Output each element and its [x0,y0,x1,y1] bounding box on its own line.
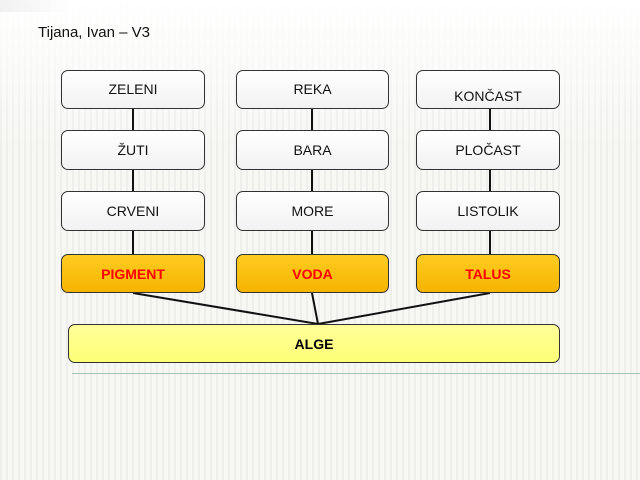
node-reka: REKA [236,70,389,109]
category-talus: TALUS [416,254,560,293]
connector-voda-root [311,292,319,325]
node-crveni: CRVENI [61,191,205,231]
category-label: VODA [292,265,333,282]
node-more: MORE [236,191,389,231]
node-label: LISTOLIK [457,203,519,219]
connector-talus-root [317,292,491,325]
root-alge: ALGE [68,324,560,363]
corner-decoration [0,0,70,12]
category-label: PIGMENT [101,265,165,282]
node-koncast: KONČAST [416,70,560,109]
node-label: ZELENI [108,81,158,97]
node-listolik: LISTOLIK [416,191,560,231]
node-label: MORE [291,203,334,219]
connector-pigment-root [132,292,319,325]
node-bara: BARA [236,130,389,170]
node-label: PLOČAST [455,142,521,158]
node-plocast: PLOČAST [416,130,560,170]
decorative-rule [72,373,640,374]
category-voda: VODA [236,254,389,293]
node-label: CRVENI [106,203,160,219]
node-label: BARA [293,142,332,158]
slide-title: Tijana, Ivan – V3 [38,24,151,41]
node-label: ŽUTI [117,142,149,158]
node-label: KONČAST [454,88,522,104]
root-label: ALGE [294,335,334,352]
node-zeleni: ZELENI [61,70,205,109]
node-zuti: ŽUTI [61,130,205,170]
node-label: REKA [293,81,332,97]
category-pigment: PIGMENT [61,254,205,293]
category-label: TALUS [465,265,511,282]
